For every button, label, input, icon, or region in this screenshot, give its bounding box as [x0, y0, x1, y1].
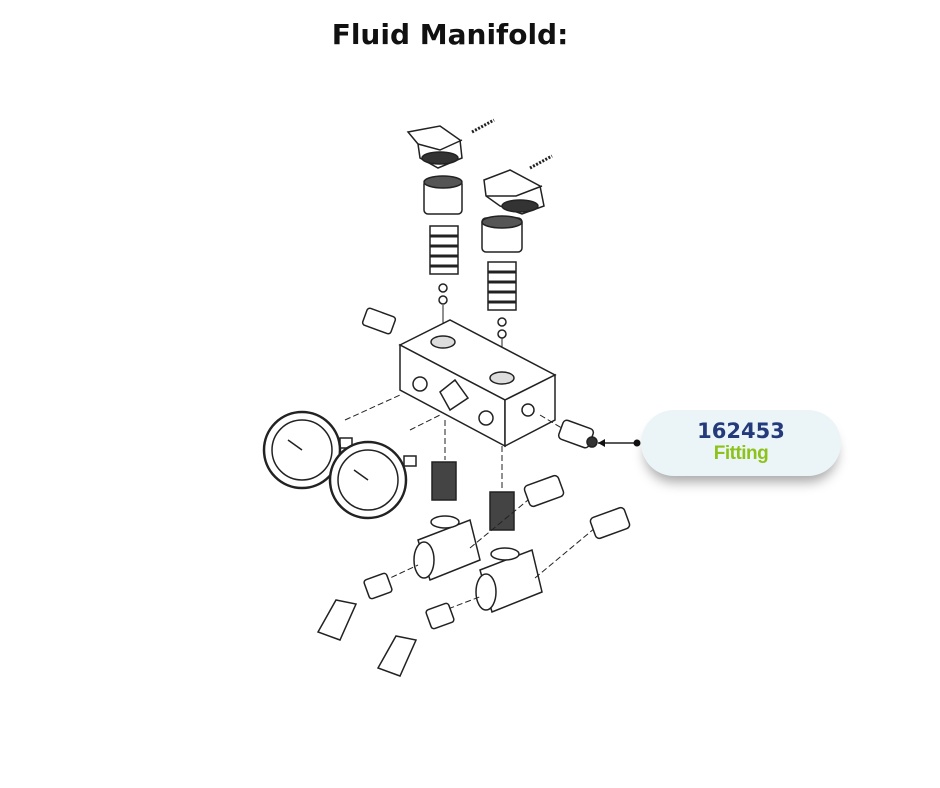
- spring-right: [529, 154, 553, 170]
- nipple-right: [489, 491, 515, 531]
- handle-left: [406, 125, 463, 169]
- part-name: Fitting: [713, 443, 769, 464]
- spring-left: [471, 118, 495, 134]
- pressure-gauge-2: [328, 440, 417, 520]
- fitting-162453: [557, 419, 598, 449]
- plug-fitting-left: [361, 307, 397, 335]
- callout-arrow: [598, 439, 641, 447]
- page-title: Fluid Manifold:: [331, 18, 569, 51]
- part-number: 162453: [697, 419, 785, 443]
- nut-left: [363, 572, 393, 600]
- tee-right: [475, 547, 543, 614]
- fitting-right-upper: [523, 474, 565, 508]
- handle-right: [483, 169, 545, 215]
- manifold-block: [398, 319, 557, 448]
- pressure-gauge-1: [262, 410, 353, 490]
- elbow-left: [316, 599, 358, 641]
- part-callout: 162453 Fitting: [641, 410, 841, 476]
- nipple-left: [431, 461, 457, 501]
- fitting-right-lower: [589, 506, 631, 540]
- valve-cap-left: [423, 175, 463, 305]
- elbow-right: [376, 635, 418, 677]
- valve-cap-right: [481, 215, 523, 339]
- nut-right: [425, 602, 455, 630]
- tee-left: [413, 515, 481, 582]
